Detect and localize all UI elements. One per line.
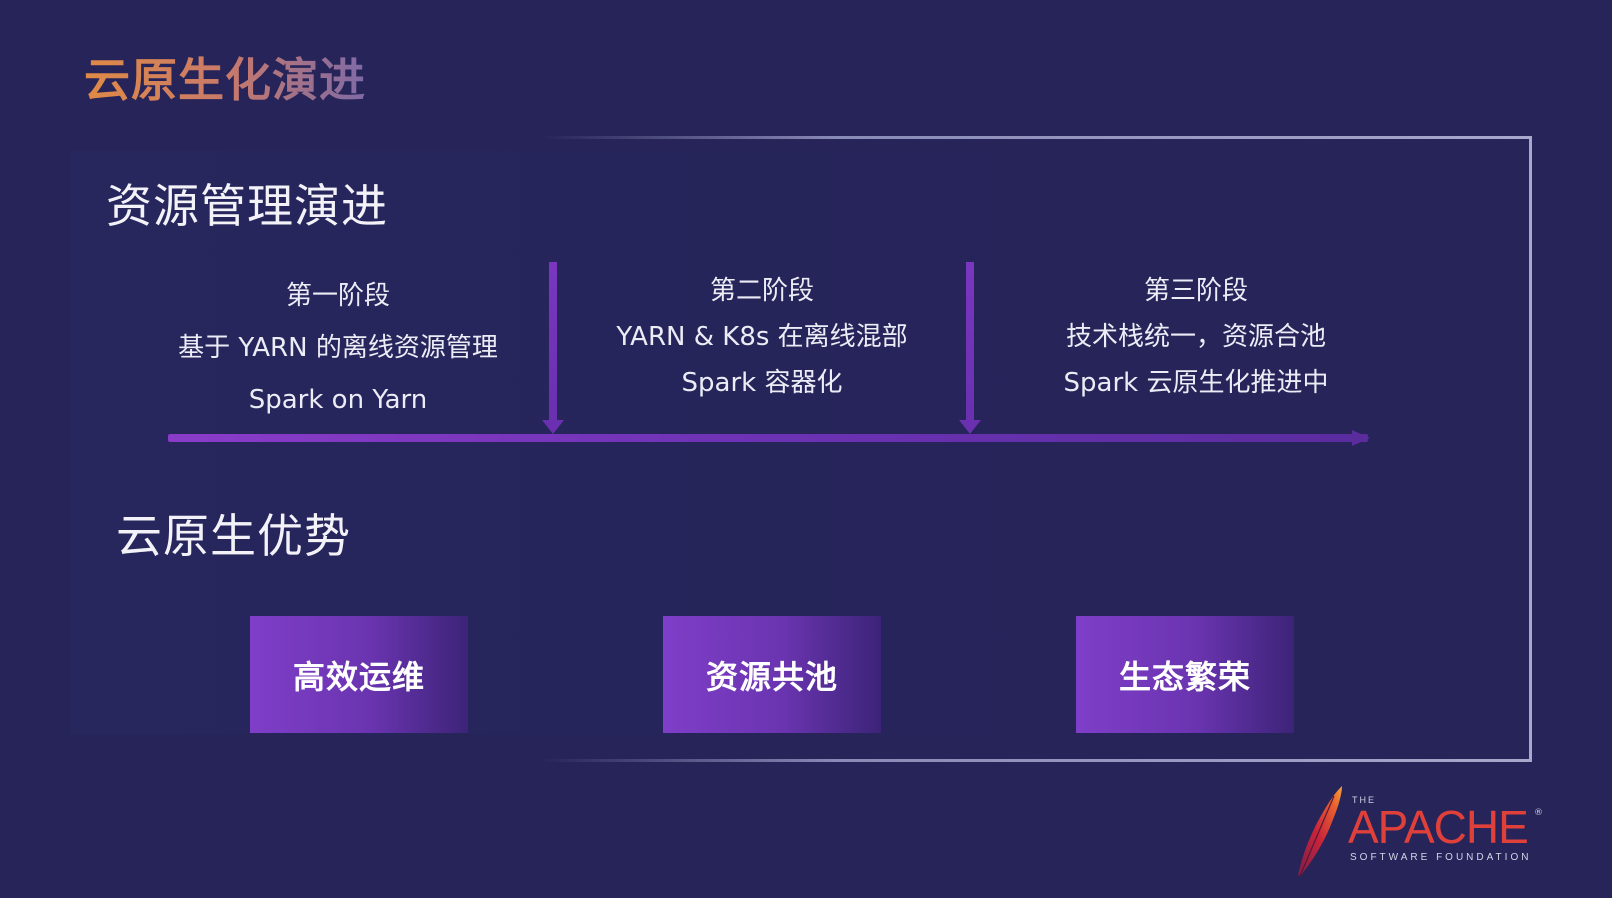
stage-3-name: 第三阶段 [1143, 276, 1248, 306]
timeline-arrowhead [1352, 430, 1370, 446]
stage-3-line1: 技术栈统一，资源合池 [1065, 322, 1326, 352]
advantage-box-1: 高效运维 [250, 616, 468, 733]
apache-feather-icon [1298, 786, 1342, 877]
stage-1: 第一阶段 基于 YARN 的离线资源管理 Spark on Yarn [128, 273, 548, 423]
stage-divider-2-arrowhead [959, 420, 981, 434]
slide-title: 云原生化演进 [84, 44, 366, 110]
frame-border-right [1529, 136, 1532, 762]
stage-2-line1: YARN & K8s 在离线混部 [616, 322, 908, 352]
stage-2: 第二阶段 YARN & K8s 在离线混部 Spark 容器化 [552, 268, 972, 406]
advantages-heading: 云原生优势 [116, 509, 351, 563]
stage-3-line2: Spark 云原生化推进中 [1063, 368, 1329, 398]
logo-registered-mark: ® [1534, 808, 1543, 818]
logo-the: THE [1352, 795, 1376, 805]
resource-heading: 资源管理演进 [106, 179, 388, 233]
frame-border-top [540, 136, 1532, 139]
stage-divider-1 [549, 262, 557, 420]
stage-2-name: 第二阶段 [709, 276, 814, 306]
logo-apache-wordmark: APACHE [1348, 801, 1529, 853]
frame-border-bottom [540, 759, 1532, 762]
stage-divider-1-arrowhead [542, 420, 564, 434]
stage-1-line1: 基于 YARN 的离线资源管理 [178, 333, 498, 363]
stage-divider-2 [966, 262, 974, 420]
advantage-box-2: 资源共池 [663, 616, 881, 733]
stage-3: 第三阶段 技术栈统一，资源合池 Spark 云原生化推进中 [986, 268, 1406, 406]
stage-2-line2: Spark 容器化 [681, 368, 843, 398]
logo-subtitle: SOFTWARE FOUNDATION [1350, 852, 1532, 863]
advantage-box-3: 生态繁荣 [1076, 616, 1294, 733]
stage-1-line2: Spark on Yarn [248, 385, 428, 415]
timeline-arrow [168, 434, 1368, 442]
stage-1-name: 第一阶段 [285, 281, 390, 311]
